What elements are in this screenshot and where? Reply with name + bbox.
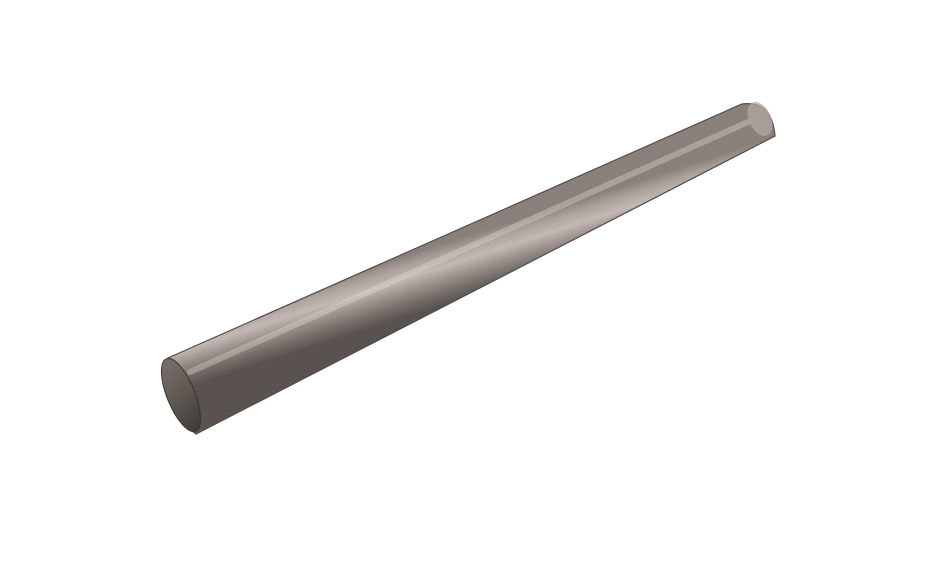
- rod-near-end: [160, 357, 202, 433]
- rod-highlight: [187, 119, 751, 375]
- rod-far-end: [747, 102, 773, 136]
